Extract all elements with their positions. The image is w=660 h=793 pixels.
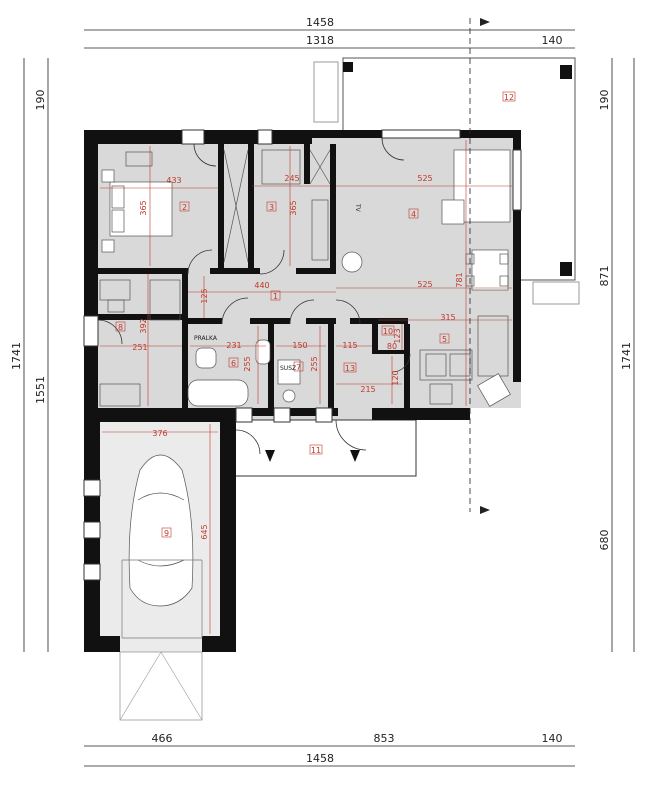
room-number-12: 12 [504, 93, 514, 102]
interior-dimension-lines [100, 140, 512, 634]
dim-255b: 255 [310, 356, 319, 371]
dim-bottom-terrace: 140 [542, 732, 563, 745]
dryer-label: SUSZ [280, 365, 296, 372]
dim-left-total: 1741 [10, 342, 23, 370]
room-number-6: 6 [231, 359, 236, 368]
dim-115: 115 [342, 341, 357, 350]
windows [83, 129, 522, 581]
dim-645: 645 [200, 524, 209, 539]
room-number-13: 13 [345, 364, 355, 373]
room-number-3: 3 [269, 203, 274, 212]
dim-123: 123 [393, 328, 402, 343]
dim-150: 150 [292, 341, 307, 350]
dim-392: 392 [139, 318, 148, 333]
dim-right-terrace: 190 [598, 90, 611, 111]
dim-365a: 365 [139, 200, 148, 215]
dim-120: 120 [391, 370, 400, 385]
dim-bottom-total: 1458 [306, 752, 334, 765]
dim-315: 315 [440, 313, 455, 322]
tv-label: TV [354, 203, 361, 213]
floors [84, 132, 521, 721]
dim-80: 80 [387, 342, 397, 351]
room-number-4: 4 [411, 210, 416, 219]
furniture [99, 149, 511, 639]
dim-bottom-house: 853 [374, 732, 395, 745]
room-number-8: 8 [118, 323, 123, 332]
dim-left-terrace: 190 [34, 90, 47, 111]
room-number-11: 11 [311, 446, 321, 455]
dim-255a: 255 [243, 356, 252, 371]
room-number-7: 7 [296, 363, 301, 372]
room-number-1: 1 [273, 292, 278, 301]
dim-525b: 525 [417, 280, 432, 289]
dim-376: 376 [152, 429, 167, 438]
dim-433: 433 [166, 176, 181, 185]
dim-231: 231 [226, 341, 241, 350]
dim-251: 251 [132, 343, 147, 352]
terrace-entry-arrow [265, 450, 275, 462]
entrance-arrow [350, 450, 360, 462]
section-arrow-top [480, 18, 490, 26]
dim-525a: 525 [417, 174, 432, 183]
dim-top-house: 1318 [306, 34, 334, 47]
door-swings [97, 137, 411, 455]
section-arrow-bottom [480, 506, 490, 514]
dim-440: 440 [254, 281, 269, 290]
dim-left-house: 1551 [34, 376, 47, 404]
room-number-9: 9 [164, 529, 169, 538]
room-number-5: 5 [442, 335, 447, 344]
overall-dimension-lines [23, 29, 635, 767]
washing-machine-label: PRALKA [194, 335, 218, 342]
dim-right-garage: 680 [598, 530, 611, 551]
dim-right-total: 1741 [620, 342, 633, 370]
walls [84, 130, 521, 652]
dim-right-house: 871 [598, 266, 611, 287]
dim-215: 215 [360, 385, 375, 394]
dim-top-terrace: 140 [542, 34, 563, 47]
dim-bottom-garage: 466 [152, 732, 173, 745]
dim-781: 781 [455, 272, 464, 287]
room-number-2: 2 [182, 203, 187, 212]
room-number-10: 10 [383, 327, 393, 336]
room-number-markers: 1 2 3 4 5 6 7 8 9 10 11 12 13 [115, 91, 516, 538]
dim-125: 125 [200, 288, 209, 303]
dim-top-total: 1458 [306, 16, 334, 29]
dim-365b: 365 [289, 200, 298, 215]
room-dimension-labels: 433 365 245 365 525 525 781 440 125 392 … [132, 174, 464, 540]
dim-245: 245 [284, 174, 299, 183]
